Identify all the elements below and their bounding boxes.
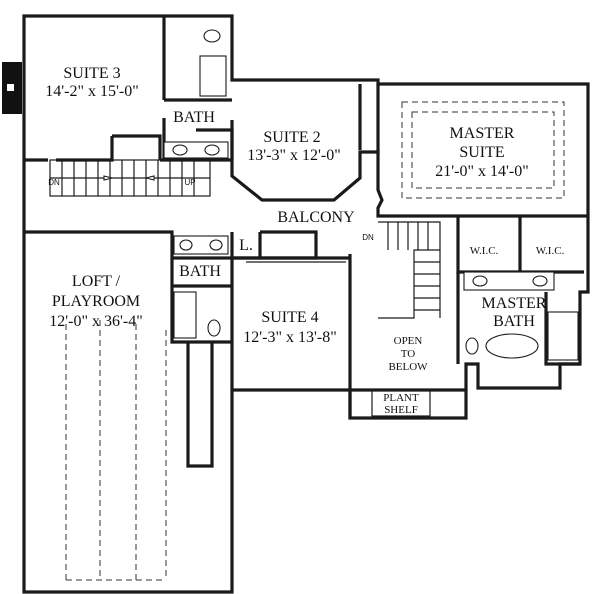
master-vanity xyxy=(463,271,555,291)
toilet-upper xyxy=(203,29,221,43)
exterior-wall xyxy=(22,14,590,594)
sink-mid-2 xyxy=(209,239,223,251)
wall-linen xyxy=(230,232,262,258)
tub-mid xyxy=(173,291,197,339)
loft-name-line2: PLAYROOM xyxy=(52,293,140,310)
wall-master-left xyxy=(376,150,588,218)
suite3-dims: 14'-2" x 15'-0" xyxy=(45,83,138,100)
wall-hall-upper xyxy=(112,134,162,160)
stairs-left xyxy=(49,159,211,197)
wall-hall-mid xyxy=(24,230,318,260)
sink-upper-1 xyxy=(172,144,188,156)
stairs-right xyxy=(378,221,441,319)
sink-mid-1 xyxy=(179,239,193,251)
suite4-dims: 12'-3" x 13'-8" xyxy=(243,329,336,346)
wall-wic xyxy=(456,216,584,274)
bath-upper-label: BATH xyxy=(173,109,215,126)
master-sink-1 xyxy=(472,275,488,287)
stairs-dn-right-label: DN xyxy=(362,233,374,242)
plant-shelf xyxy=(371,389,431,417)
plant-shelf-line1: PLANT xyxy=(383,392,419,404)
loft-vault-lines xyxy=(65,320,167,581)
master-sink-2 xyxy=(532,275,548,287)
open-to-below-line1: OPEN xyxy=(394,335,423,347)
balcony-label: BALCONY xyxy=(277,209,355,226)
linen-label: L. xyxy=(239,237,253,254)
stairs-up-label: UP xyxy=(184,178,195,187)
master-tray-ceiling-inner xyxy=(411,111,555,189)
wall-master-bath xyxy=(456,272,580,366)
suite2-name: SUITE 2 xyxy=(263,129,320,146)
wall-suite2 xyxy=(230,84,380,202)
wic-left-label: W.I.C. xyxy=(470,245,499,257)
bath-mid-label: BATH xyxy=(179,263,221,280)
master-suite-name-line2: SUITE xyxy=(459,144,504,161)
toilet-mid xyxy=(207,319,221,337)
wic-right-label: W.I.C. xyxy=(536,245,565,257)
master-suite-dims: 21'-0" x 14'-0" xyxy=(435,163,528,180)
sink-upper-2 xyxy=(204,144,220,156)
suite3-name: SUITE 3 xyxy=(63,65,120,82)
stairs-dn-left-label: DN xyxy=(48,178,60,187)
loft-name-line1: LOFT / xyxy=(72,273,121,290)
master-toilet xyxy=(465,337,479,355)
suite2-dims: 13'-3" x 12'-0" xyxy=(247,147,340,164)
open-to-below-line3: BELOW xyxy=(388,361,428,373)
master-tub xyxy=(485,333,539,359)
master-shower xyxy=(547,311,579,361)
open-to-below-line2: TO xyxy=(401,348,416,360)
plant-shelf-line2: SHELF xyxy=(384,404,418,416)
master-bath-line2: BATH xyxy=(493,313,535,330)
wall-suite4 xyxy=(230,256,350,390)
suite4-name: SUITE 4 xyxy=(261,309,318,326)
master-suite-name-line1: MASTER xyxy=(450,125,515,142)
exterior-marker-window xyxy=(7,84,14,91)
loft-dims: 12'-0" x 36'-4" xyxy=(49,313,142,330)
tub-upper xyxy=(199,55,227,97)
master-bath-line1: MASTER xyxy=(482,295,547,312)
wall-loft-right xyxy=(186,342,214,468)
master-tray-ceiling-outer xyxy=(401,101,565,199)
